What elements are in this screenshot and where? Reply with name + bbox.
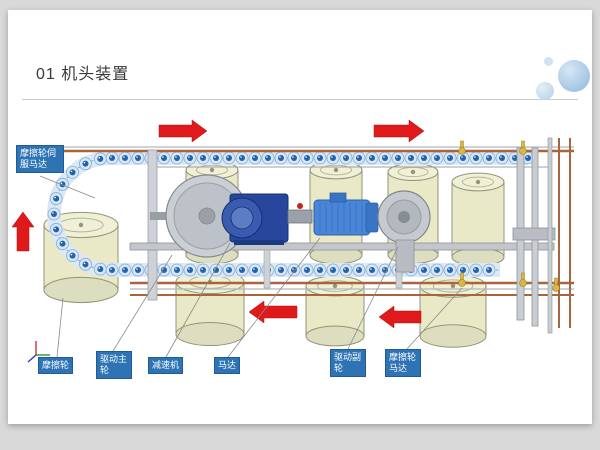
- machine-diagram: [11, 119, 574, 363]
- callout-friction-wheel-motor: 摩擦轮马达: [385, 349, 421, 377]
- callout-drive-main-wheel: 驱动主轮: [96, 351, 132, 379]
- roller-drums: [43, 160, 505, 348]
- decor-circle-small: [536, 82, 554, 100]
- callout-reducer: 减速机: [148, 357, 184, 374]
- presentation-slide: 01 机头装置 摩擦轮伺服马达 摩擦轮 驱动主轮 减速机 马达 驱动副轮 摩擦轮…: [8, 10, 592, 424]
- decor-circle-large: [558, 60, 590, 92]
- rail-fittings: [458, 140, 560, 292]
- friction-roller-track: [47, 151, 535, 277]
- callout-drive-sub-wheel: 驱动副轮: [330, 349, 366, 377]
- callout-servo-motor: 摩擦轮伺服马达: [16, 145, 64, 173]
- title-divider: [22, 99, 578, 100]
- decor-circle-tiny: [544, 57, 553, 66]
- leader-lines: [39, 175, 463, 358]
- callout-motor: 马达: [214, 357, 241, 374]
- callout-friction-wheel: 摩擦轮: [38, 357, 74, 374]
- guide-rails: [58, 138, 574, 328]
- page-title: 01 机头装置: [36, 66, 130, 83]
- direction-arrows: [11, 119, 425, 329]
- axis-triad-icon: [27, 341, 50, 363]
- drive-assembly: [150, 174, 431, 273]
